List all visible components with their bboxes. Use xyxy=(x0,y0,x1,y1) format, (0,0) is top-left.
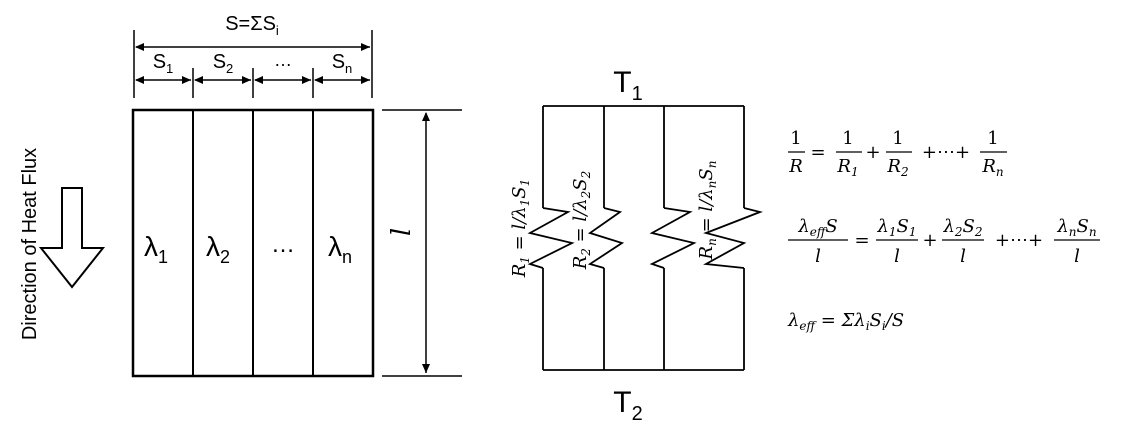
resistor-1-icon xyxy=(527,207,575,269)
segment-width-label-3: … xyxy=(274,50,292,70)
equation-2: λeffS l = λ1S1 l + λ2S2 l +⋯+ λnSn l xyxy=(788,216,1100,267)
segment-width-label-2: S2 xyxy=(213,51,234,76)
direction-label: Direction of Heat Flux xyxy=(19,148,41,340)
equation-1: 1 R = 1 R1 + 1 R2 +⋯+ 1 Rn xyxy=(788,128,1007,179)
resistor-n-icon xyxy=(649,207,697,269)
thickness-label: l xyxy=(387,228,417,236)
eq1-term1-num: 1 xyxy=(842,128,853,149)
eq1-equals: = xyxy=(810,142,825,163)
eq1-termn-num: 1 xyxy=(987,128,998,149)
resistor-2-icon xyxy=(587,207,625,269)
eq1-term2-num: 1 xyxy=(892,128,903,149)
eq2-dots: +⋯+ xyxy=(995,230,1043,251)
resistor-n-label: Rn = l/λnSn xyxy=(696,161,719,261)
segment-conductivity-1: λ1 xyxy=(144,231,168,267)
eq2-term2-den: l xyxy=(960,246,966,267)
eq2-termn-den: l xyxy=(1074,246,1080,267)
segment-width-label-n: Sn xyxy=(332,51,353,76)
eq1-term2-den: R2 xyxy=(886,156,908,179)
eq2-term1-num: λ1S1 xyxy=(876,216,916,239)
circuit-wires xyxy=(527,105,763,371)
eq2-equals: = xyxy=(854,230,869,251)
eq2-term1-den: l xyxy=(894,246,900,267)
total-width-label: S=ΣSi xyxy=(225,13,279,38)
bottom-temperature-label: T2 xyxy=(613,386,642,425)
segment-conductivity-3: … xyxy=(271,231,295,258)
eq1-term1-den: R1 xyxy=(836,156,858,179)
eq2-termn-num: λnSn xyxy=(1056,216,1096,239)
resistor-2-label: R2 = l/λ2S2 xyxy=(570,171,593,271)
segment-conductivity-2: λ2 xyxy=(206,231,230,267)
eq1-dots: +⋯+ xyxy=(922,142,970,163)
segment-width-label-1: S1 xyxy=(153,51,174,76)
segment-conductivity-n: λn xyxy=(328,231,352,267)
eq1-lhs-num: 1 xyxy=(790,128,801,149)
heat-flux-arrow-icon xyxy=(38,187,106,289)
equation-3: λeff = ΣλiSi/S xyxy=(787,310,904,333)
eq1-termn-den: Rn xyxy=(981,156,1003,179)
eq2-plus-1: + xyxy=(922,230,937,251)
eq1-plus-1: + xyxy=(865,142,880,163)
eq1-lhs-den: R xyxy=(788,156,803,177)
eq2-term2-num: λ2S2 xyxy=(942,216,982,239)
eq2-lhs-num: λeffS xyxy=(797,216,837,239)
eq2-lhs-den: l xyxy=(815,246,821,267)
resistor-1-label: R1 = l/λ1S1 xyxy=(509,179,532,279)
resistor-n2-icon xyxy=(703,207,763,269)
top-temperature-label: T1 xyxy=(613,66,642,105)
